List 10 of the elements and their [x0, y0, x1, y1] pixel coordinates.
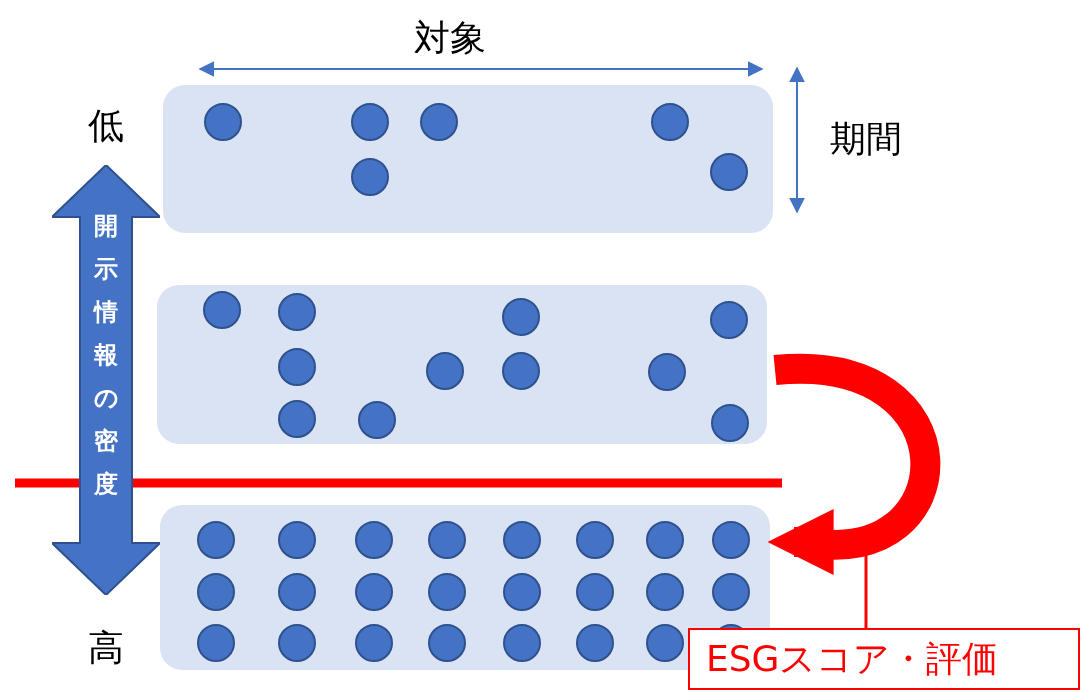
- double-arrow: [52, 165, 160, 595]
- scale-label: 高: [88, 626, 124, 670]
- curved-arrow: [767, 354, 941, 575]
- band-panel: [157, 285, 767, 444]
- dimension-label: 期間: [830, 117, 902, 161]
- dimension-label: 対象: [414, 16, 486, 60]
- band-panel: [163, 85, 773, 233]
- axis-title: 開示情報の密度: [93, 211, 119, 500]
- score-label: ESGスコア・評価: [706, 636, 999, 681]
- scale-label: 低: [88, 104, 124, 148]
